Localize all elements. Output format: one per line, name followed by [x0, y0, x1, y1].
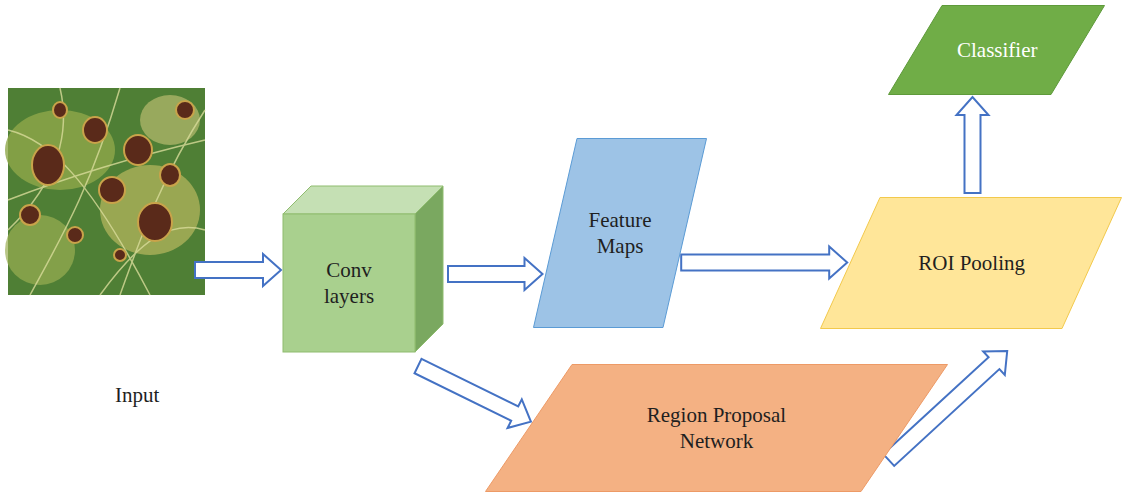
- cube-front: [283, 214, 415, 352]
- leaf-image: [5, 88, 205, 295]
- conv-cube: Conv layers: [283, 186, 443, 352]
- parallelogram-shape: [534, 139, 707, 328]
- block-arrow: [448, 258, 543, 290]
- block-arrow: [957, 97, 989, 193]
- node-outline: [533, 138, 707, 328]
- node-label: Region Proposal Network: [629, 402, 804, 455]
- parallelogram-box: ROI Pooling: [820, 197, 1122, 329]
- parallelogram-box: Classifier: [888, 5, 1105, 95]
- cube-side: [415, 186, 443, 352]
- parallelogram-shape: [486, 365, 948, 492]
- node-label: ROI Pooling: [918, 250, 1026, 276]
- node-label: Conv layers: [309, 257, 389, 310]
- parallelogram-shape: [821, 198, 1122, 329]
- input-arrow: [195, 254, 281, 286]
- node-label: Feature Maps: [565, 207, 675, 260]
- parallelogram-box: Feature Maps: [533, 138, 707, 328]
- node-outline: [485, 364, 948, 492]
- block-arrow: [681, 247, 847, 279]
- parallelogram-shape: [889, 6, 1105, 95]
- parallelogram-box: Region Proposal Network: [485, 364, 948, 492]
- node-label: Classifier: [956, 37, 1038, 63]
- input-label: Input: [115, 383, 159, 408]
- block-arrow: [415, 359, 531, 428]
